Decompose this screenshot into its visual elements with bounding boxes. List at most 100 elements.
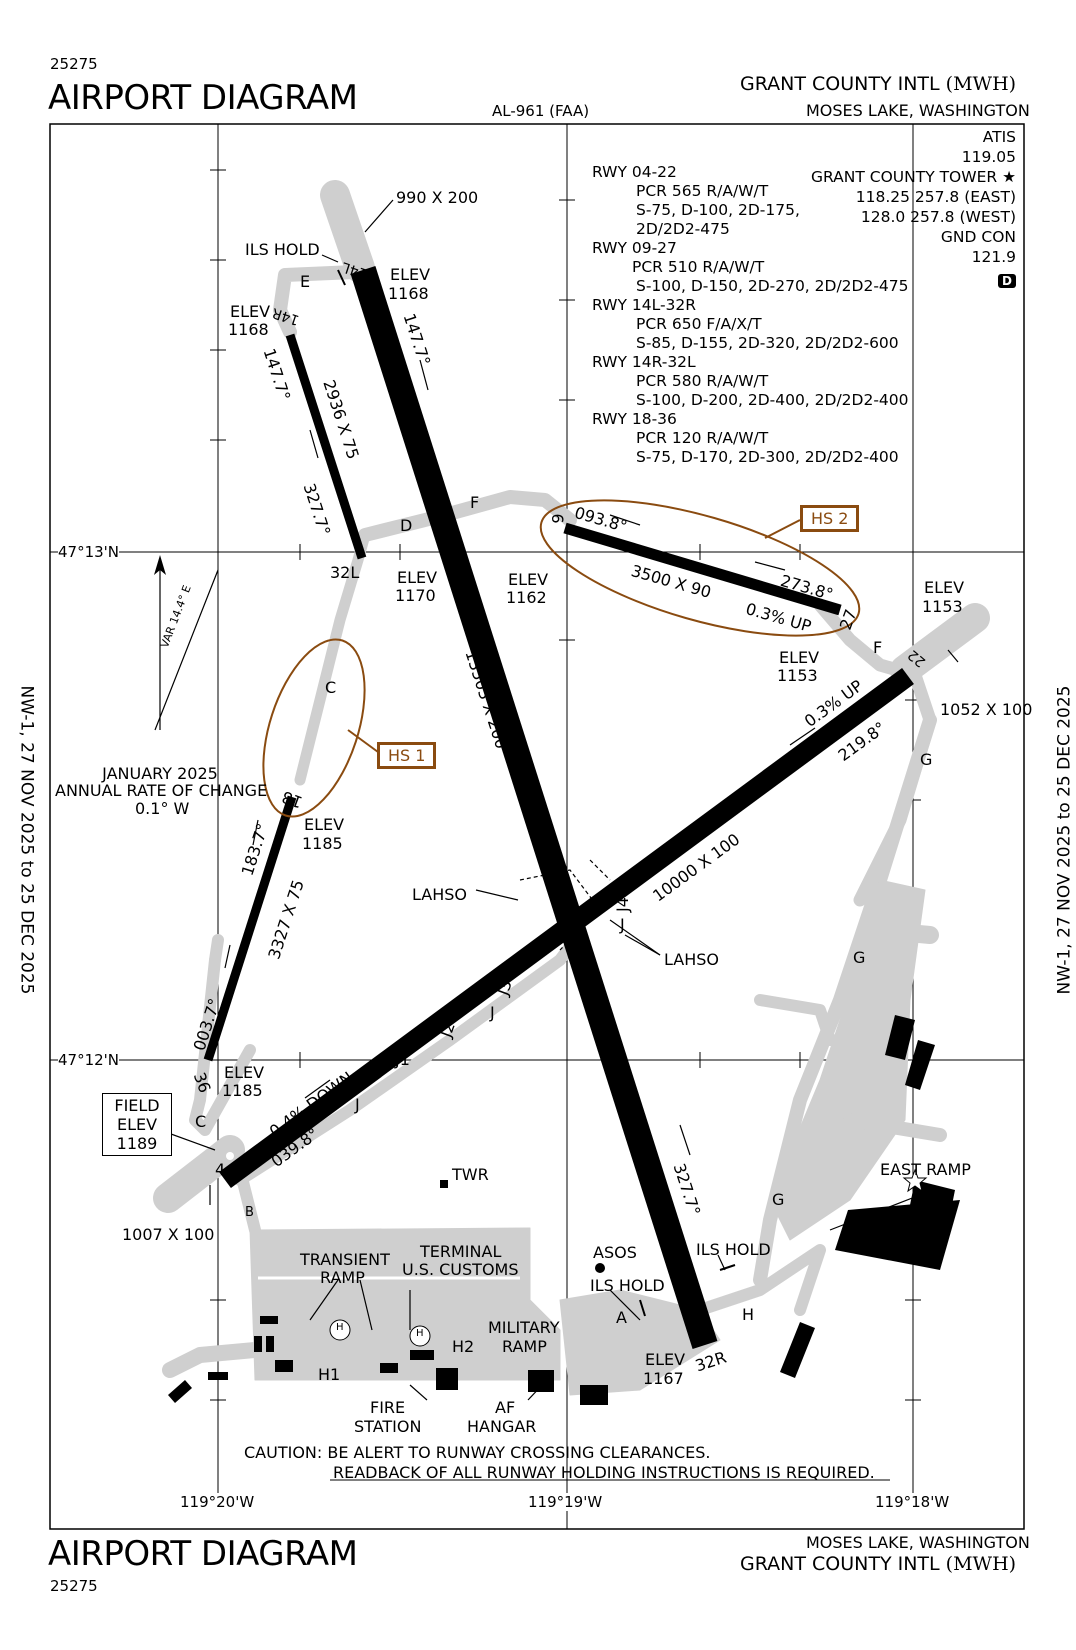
hot-spots [262, 499, 861, 818]
airport-name-bottom: GRANT COUNTY INTL (MWH) [740, 1553, 1016, 1575]
helipad-h1-icon [329, 1319, 351, 1341]
rwy-info-name: RWY 18-36 [592, 410, 677, 428]
lon-119-19: 119°19'W [528, 1493, 603, 1511]
overrun-14l-dims: 990 X 200 [396, 188, 479, 207]
asos-marker [595, 1263, 605, 1273]
rwy-info-line: PCR 565 R/A/W/T [636, 182, 769, 200]
caution-line1: CAUTION: BE ALERT TO RUNWAY CROSSING CLE… [244, 1443, 711, 1462]
rwy-32l-elev: 1170 [395, 586, 436, 605]
east-ramp-label: EAST RAMP [880, 1160, 971, 1179]
airport-id-text: (MWH) [945, 73, 1017, 95]
af-hangar-line1: AF [495, 1398, 516, 1417]
taxiway-d: D [400, 516, 413, 535]
rwy-18-elev-label: ELEV [304, 815, 345, 834]
hold-bars [337, 269, 736, 1317]
rwy-32r-elev-label: ELEV [645, 1350, 686, 1369]
rwy-info-name: RWY 14L-32R [592, 296, 697, 314]
terminal-line2: U.S. CUSTOMS [402, 1260, 519, 1279]
taxiway-b-south: B [245, 1205, 254, 1220]
rwy-info-04-22: RWY 04-22 PCR 565 R/A/W/T S-75, D-100, 2… [592, 163, 909, 467]
rwy-9-end: 9 [548, 513, 568, 524]
airport-name-top: GRANT COUNTY INTL (MWH) [740, 73, 1016, 95]
runway-18-36 [203, 795, 297, 1062]
d-badge: D [998, 274, 1016, 288]
lat-47-13: 47°13'N [58, 543, 120, 561]
rwy-14r-elev-label: ELEV [230, 302, 271, 321]
ils-hold-east: ILS HOLD [696, 1240, 771, 1259]
taxiway-j-middle: J [490, 1003, 495, 1022]
af-hangar-line2: HANGAR [467, 1417, 537, 1436]
tower-freq-west: 128.0 257.8 (WEST) [860, 208, 1016, 226]
transient-ramp-line2: RAMP [320, 1268, 365, 1287]
taxiway-j1: J1 [395, 1050, 410, 1069]
tower-star-icon [902, 1168, 928, 1193]
atis-label: ATIS [982, 128, 1016, 146]
runway-14r-32l [285, 333, 367, 560]
taxiway-f-north: F [470, 493, 480, 512]
field-elev-marker [226, 1152, 234, 1160]
taxiway-c-south: C [195, 1112, 207, 1131]
airport-name-text: GRANT COUNTY INTL [740, 73, 940, 95]
tower-freq-east: 118.25 257.8 (EAST) [855, 188, 1016, 206]
rwy-32l-elev-label: ELEV [397, 568, 438, 587]
rwy-27-elev-label: ELEV [779, 648, 820, 667]
hot-spot-hs2: HS 2 [800, 505, 860, 532]
rwy-36-elev: 1185 [222, 1081, 263, 1100]
north-arrow-icon [154, 555, 166, 575]
helipad-h-symbol: H [336, 1322, 344, 1333]
field-elev-value: 1189 [116, 1134, 158, 1153]
ils-hold-north: ILS HOLD [245, 240, 320, 259]
lon-119-18: 119°18'W [875, 1493, 950, 1511]
rwy-info-line: S-75, D-170, 2D-300, 2D/2D2-400 [636, 448, 899, 466]
transient-ramp-line1: TRANSIENT [300, 1250, 390, 1269]
variation-rate-label: ANNUAL RATE OF CHANGE [55, 781, 268, 800]
variation-date: JANUARY 2025 [102, 764, 218, 783]
tower-star-small-icon: ★ [1002, 168, 1016, 186]
rwy-9-elev-label: ELEV [508, 570, 549, 589]
runway-14l-32r [350, 266, 718, 1349]
rwy-info-line: PCR 510 R/A/W/T [632, 258, 765, 276]
rwy-14r-elev: 1168 [228, 320, 269, 339]
validity-left: NW-1, 27 NOV 2025 to 25 DEC 2025 [16, 685, 37, 995]
taxiway-e: E [300, 272, 311, 291]
hot-spot-hs1: HS 1 [377, 742, 437, 769]
rwy-9-elev: 1162 [506, 588, 547, 607]
rwy-22-elev-label: ELEV [924, 578, 965, 597]
taxiway-g-middle: G [853, 948, 866, 967]
validity-right: NW-1, 27 NOV 2025 to 25 DEC 2025 [1054, 685, 1075, 995]
gnd-freq: 121.9 [971, 248, 1016, 266]
taxiway-c-north: C [325, 678, 337, 697]
city-bottom: MOSES LAKE, WASHINGTON [806, 1533, 1030, 1552]
overrun-22-dims: 1052 X 100 [940, 700, 1033, 719]
airport-id-text: (MWH) [945, 1553, 1017, 1575]
tower-label-text: GRANT COUNTY TOWER [811, 168, 998, 186]
rwy-27-elev: 1153 [777, 666, 818, 685]
terminal-line1: TERMINAL [420, 1242, 502, 1261]
rwy-info-name: RWY 09-27 [592, 239, 677, 257]
runways [203, 266, 914, 1349]
taxiway-g-north: G [920, 750, 933, 769]
rwy-info-line: PCR 120 R/A/W/T [636, 429, 769, 447]
helipad-h-symbol-2: H [416, 1328, 424, 1339]
lahso-label-east: LAHSO [664, 950, 720, 969]
rwy-14l-elev: 1168 [388, 284, 429, 303]
atis-freq: 119.05 [961, 148, 1016, 166]
rwy-32r-elev: 1167 [643, 1369, 684, 1388]
rwy-32l-end: 32L [330, 563, 360, 582]
chart-number-bottom: 25275 [50, 1577, 98, 1595]
lat-47-12: 47°12'N [58, 1051, 120, 1069]
helipad-h2: H2 [452, 1337, 475, 1356]
rwy-info-line: PCR 580 R/A/W/T [636, 372, 769, 390]
diagram-frame [49, 123, 1025, 1530]
overrun-4-dims: 1007 X 100 [122, 1225, 215, 1244]
military-ramp-line2: RAMP [502, 1337, 547, 1356]
taxiway-h: H [742, 1305, 755, 1324]
field-elev-line: FIELD [114, 1096, 160, 1115]
grid-ticks [210, 169, 921, 1401]
rwy-info-line: S-100, D-150, 2D-270, 2D/2D2-475 [636, 277, 909, 295]
tower-label: TWR [452, 1165, 489, 1184]
runway-04-22 [219, 667, 914, 1189]
rwy-36-elev-label: ELEV [224, 1063, 265, 1082]
lahso-lines [519, 859, 611, 951]
fire-station-line1: FIRE [370, 1398, 406, 1417]
